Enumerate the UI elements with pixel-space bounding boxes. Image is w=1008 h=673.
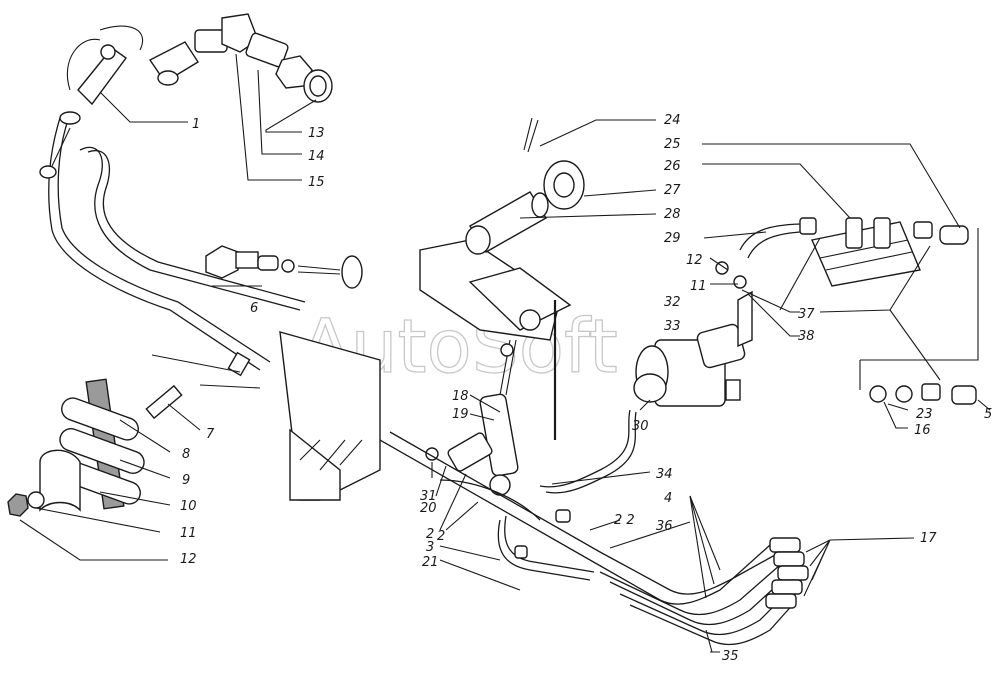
hydraulic-cylinder (425, 339, 519, 496)
callout-14: 14 (308, 149, 325, 164)
callout-30: 30 (632, 419, 649, 434)
callout-34: 34 (656, 467, 673, 482)
callout-25: 25 (664, 137, 681, 152)
callout-1: 1 (192, 117, 200, 132)
callout-29: 29 (664, 231, 681, 246)
callout-3: 3 (426, 540, 434, 555)
callout-28: 28 (664, 207, 681, 222)
callout-33: 33 (664, 319, 681, 334)
callout-7: 7 (206, 427, 215, 442)
callout-15: 15 (308, 175, 325, 190)
pipe-bundle (379, 431, 809, 646)
callout-36: 36 (656, 519, 673, 534)
callout-35: 35 (722, 649, 739, 664)
callout-16: 16 (914, 423, 931, 438)
callout-17: 17 (920, 531, 937, 546)
callout-10: 10 (180, 499, 197, 514)
callout-2-a: 2 (426, 527, 434, 542)
clamp-group (7, 378, 183, 517)
callout-24: 24 (664, 113, 681, 128)
pin-28-washer-27 (465, 117, 585, 255)
callout-37: 37 (798, 307, 815, 322)
callout-38: 38 (798, 329, 815, 344)
leader-lines (19, 53, 991, 653)
callout-9: 9 (182, 473, 190, 488)
callout-11-right: 11 (690, 279, 707, 294)
callout-26: 26 (664, 159, 681, 174)
callout-2-c: 2 2 (614, 513, 635, 528)
callout-11-left: 11 (180, 526, 197, 541)
callout-6: 6 (250, 301, 258, 316)
callout-13: 13 (308, 126, 325, 141)
callout-32: 32 (664, 295, 681, 310)
filter-tank (739, 217, 977, 405)
frame-bracket (279, 239, 572, 501)
pipe-assembly-1 (39, 25, 306, 377)
callout-31: 31 (420, 489, 437, 504)
callout-12-right: 12 (686, 253, 703, 268)
elbow-fitting-group (148, 13, 333, 103)
callout-4: 4 (664, 491, 672, 506)
bolt-row-6 (205, 245, 363, 289)
callout-21: 21 (422, 555, 439, 570)
callout-12-left: 12 (180, 552, 197, 567)
callout-23: 23 (916, 407, 933, 422)
callout-5: 5 (984, 407, 992, 422)
pump-30 (539, 261, 753, 494)
callout-19: 19 (452, 407, 469, 422)
callout-2-b: 2 (437, 529, 445, 544)
callout-8: 8 (182, 447, 190, 462)
callout-27: 27 (664, 183, 681, 198)
callout-18: 18 (452, 389, 469, 404)
callout-labels: 1 13 14 15 6 7 8 9 10 11 12 24 25 26 27 … (180, 113, 992, 664)
callout-20: 20 (420, 501, 437, 516)
